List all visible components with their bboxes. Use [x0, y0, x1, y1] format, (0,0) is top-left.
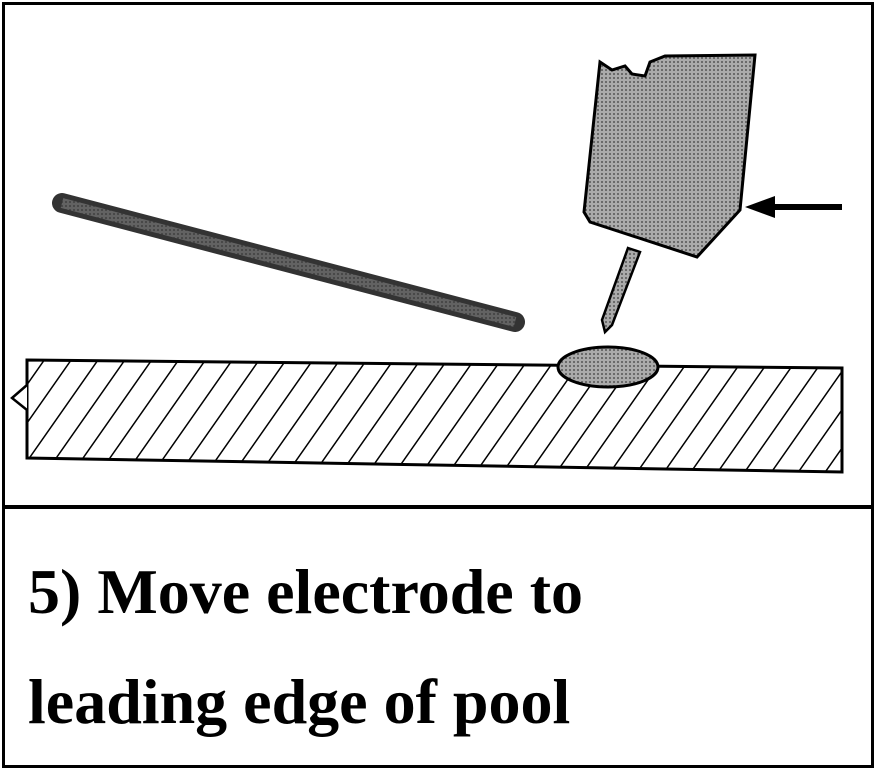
torch — [582, 53, 757, 335]
filler-rod-texture — [60, 198, 517, 327]
weld-pool — [556, 345, 660, 389]
caption-line-1: 5) Move electrode to — [28, 556, 583, 627]
base-plate — [10, 358, 844, 474]
caption-line-2: leading edge of pool — [28, 666, 571, 737]
divider — [2, 505, 874, 509]
direction-arrow-icon — [745, 196, 842, 218]
welding-illustration — [10, 53, 844, 474]
